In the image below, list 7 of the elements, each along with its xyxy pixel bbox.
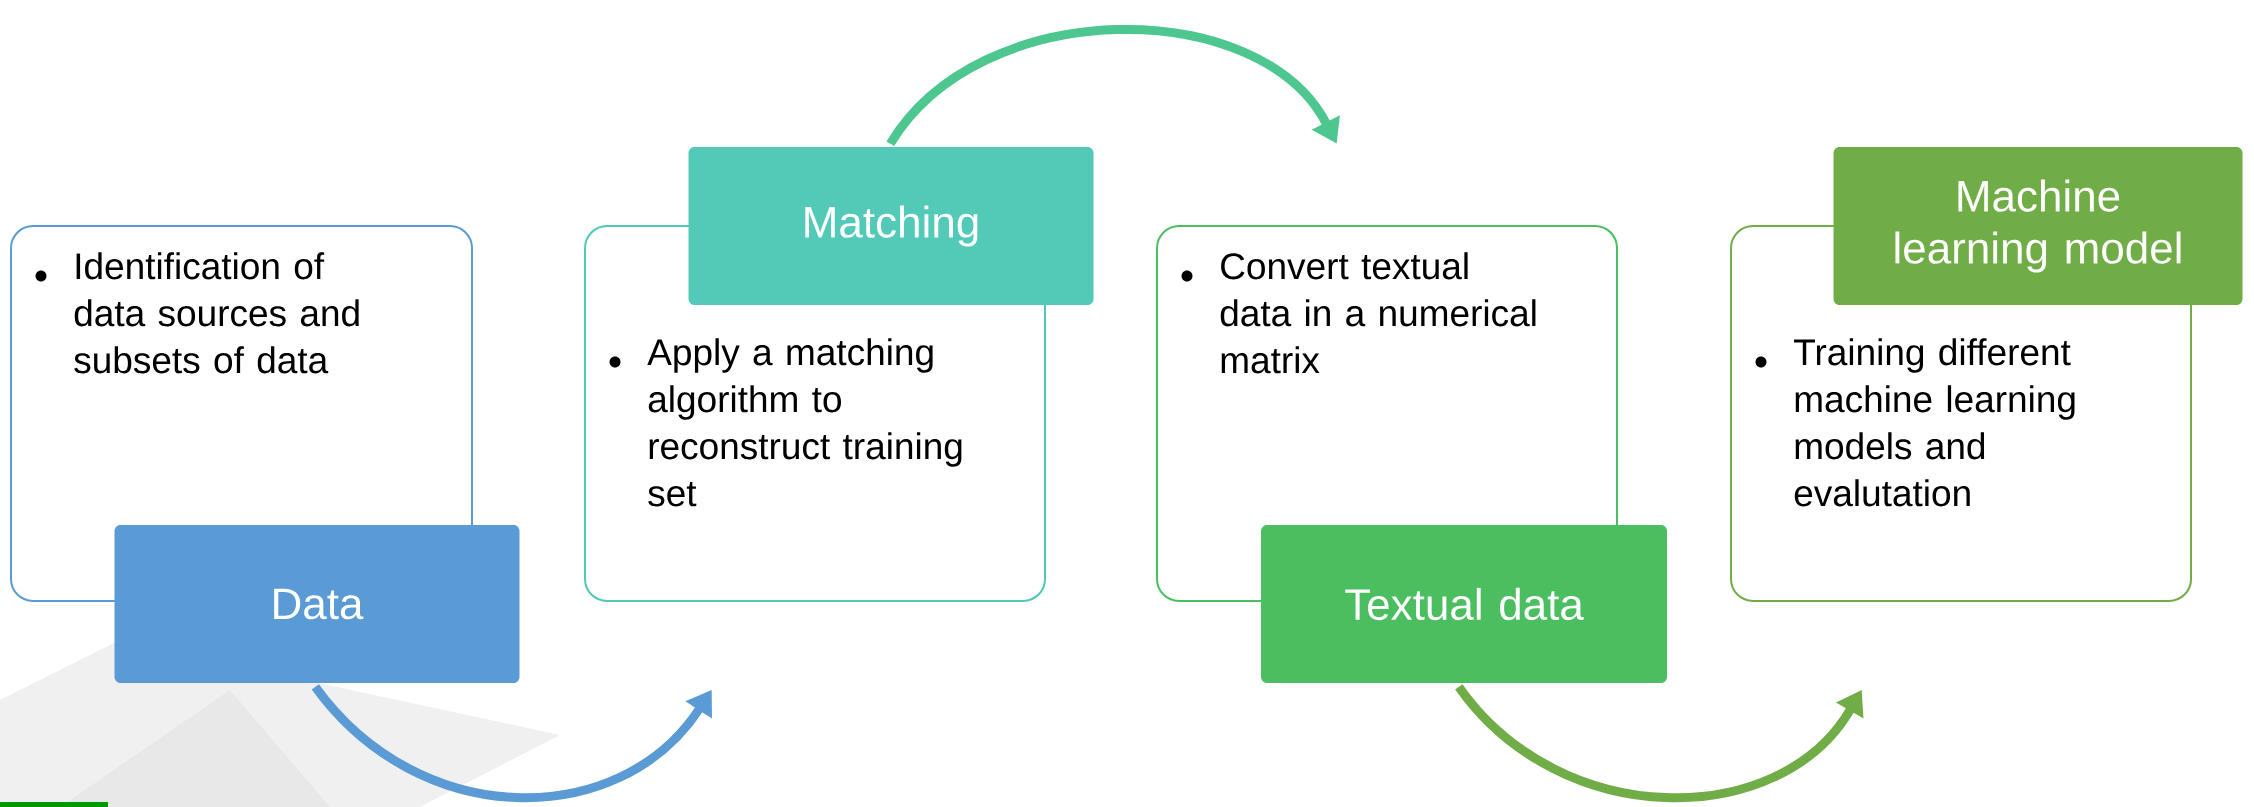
stage-header: Matching (688, 147, 1094, 305)
stage-header: Machine learning model (1833, 147, 2243, 305)
stage-header: Textual data (1261, 525, 1667, 683)
stage-header: Data (114, 525, 520, 683)
curved-arrow (311, 683, 712, 802)
curved-arrow (1455, 683, 1864, 803)
curved-arrow (886, 25, 1340, 147)
